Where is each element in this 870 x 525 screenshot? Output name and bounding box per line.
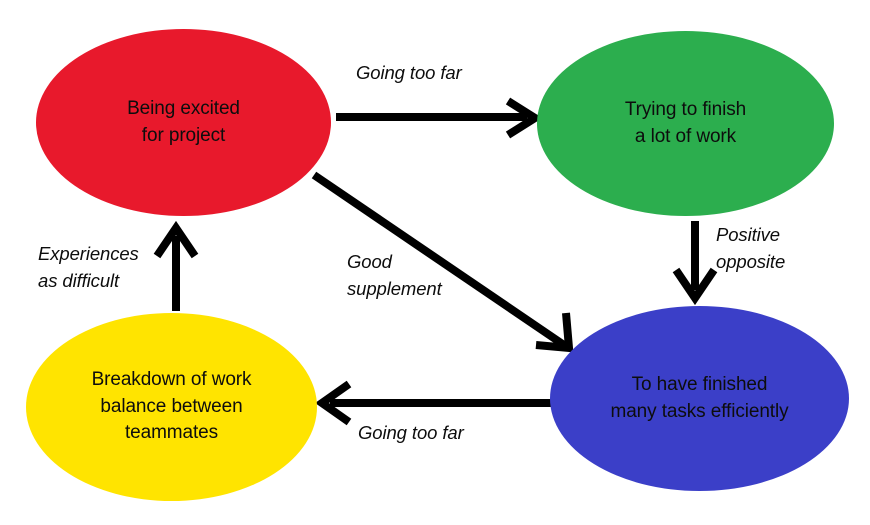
- edge-label-positive-opposite: Positive opposite: [716, 224, 786, 272]
- node-label: To have finished many tasks efficiently: [610, 373, 789, 422]
- node-label: Being excited for project: [127, 97, 240, 146]
- node-label: Trying to finish a lot of work: [624, 98, 747, 147]
- edge-label-going-too-far-top: Going too far: [356, 62, 462, 83]
- edge-label-going-too-far-bottom: Going too far: [358, 422, 464, 443]
- edge-excited-to-trying: [336, 97, 543, 139]
- node-being-excited-for-project[interactable]: Being excited for project: [36, 29, 331, 216]
- node-to-have-finished-many-tasks[interactable]: To have finished many tasks efficiently: [550, 306, 849, 491]
- edge-breakdown-to-excited: [153, 220, 199, 311]
- edge-label-good-supplement: Good supplement: [347, 251, 442, 299]
- node-label: Breakdown of work balance between teamma…: [91, 368, 252, 444]
- node-breakdown-of-work-balance[interactable]: Breakdown of work balance between teamma…: [26, 313, 317, 501]
- edge-trying-to-finished: [672, 221, 718, 306]
- edge-label-experiences-as-difficult: Experiences as difficult: [38, 243, 139, 291]
- node-trying-to-finish-a-lot-of-work[interactable]: Trying to finish a lot of work: [537, 31, 834, 216]
- edge-finished-to-breakdown: [315, 380, 552, 426]
